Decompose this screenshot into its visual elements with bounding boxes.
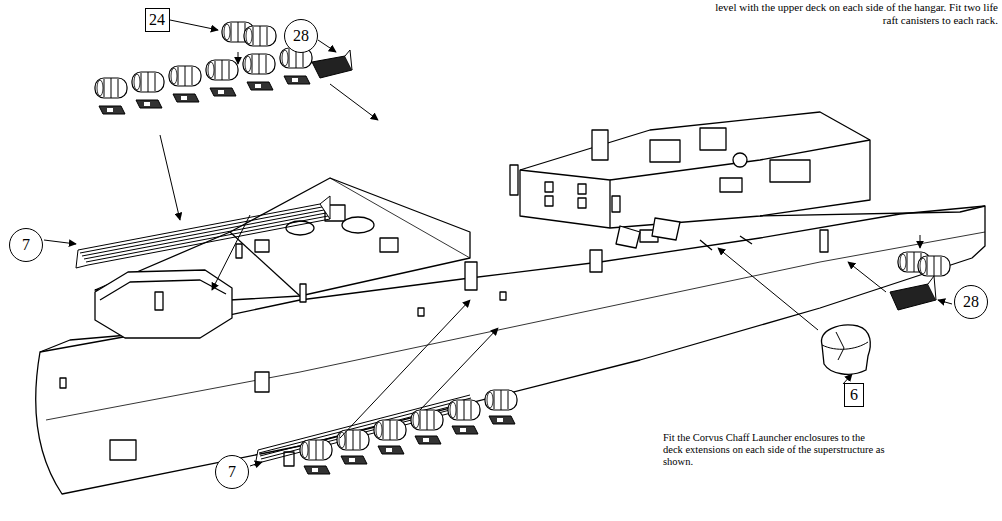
callout-box: 24 xyxy=(145,8,170,32)
callout-number: 7 xyxy=(228,464,236,480)
callout-number: 7 xyxy=(22,237,30,253)
callout-circle: 7 xyxy=(9,228,43,262)
instruction-note: level with the upper deck on each side o… xyxy=(698,1,998,26)
callout-number: 28 xyxy=(293,28,309,44)
callout-number: 28 xyxy=(963,294,979,310)
instruction-note: Fit the Corvus Chaff Launcher enclosures… xyxy=(663,432,887,468)
callout-number: 24 xyxy=(149,12,165,28)
callout-circle: 28 xyxy=(954,285,988,319)
callout-circle: 7 xyxy=(215,455,249,489)
callout-box: 6 xyxy=(844,383,864,407)
callout-number: 6 xyxy=(850,387,858,403)
callout-circle: 28 xyxy=(284,19,318,53)
